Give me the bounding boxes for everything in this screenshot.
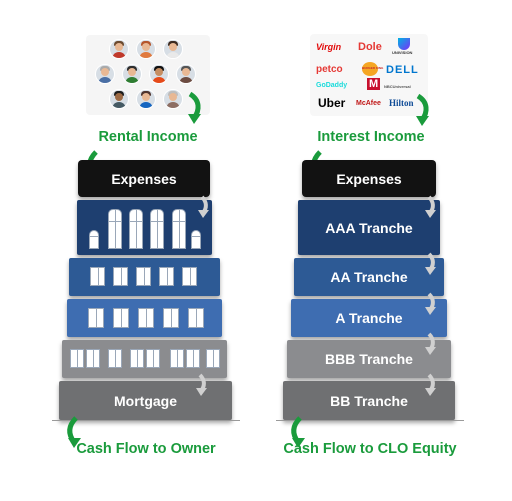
tenant-avatar [149,64,169,84]
gray-arrow-icon [425,195,436,218]
gray-arrow-icon [425,252,436,275]
window [188,308,204,328]
gray-arrow-icon [425,292,436,315]
borrower-logos-image: Virgin Dole UNIVISION petco BURGER KING … [310,34,428,116]
tenant-avatar [176,64,196,84]
rental-income-label: Rental Income [98,129,198,145]
window [170,349,184,368]
window [88,308,104,328]
burger-king-logo [362,62,378,76]
nbcuniversal-logo: NBCUniversal [384,84,411,89]
building-tier-4 [62,340,227,378]
tenant-avatar [136,89,156,109]
hilton-logo: Hilton [389,98,414,108]
window [146,349,160,368]
tenant-avatar [163,39,183,59]
dole-logo: Dole [358,41,382,53]
window [172,209,186,249]
godaddy-logo: GoDaddy [316,82,348,89]
window [70,349,84,368]
expenses-block: Expenses [302,160,436,197]
gray-arrow-icon [198,195,209,218]
ground-line [52,420,240,421]
building-tier-1 [77,200,212,255]
bb-tranche-block: BB Tranche [283,381,455,420]
mortgage-block: Mortgage [59,381,232,420]
cash-flow-clo-equity-label: Cash Flow to CLO Equity [283,441,457,457]
mcafee-logo: McAfee [356,100,381,107]
window [86,349,100,368]
tenant-avatar [122,64,142,84]
window [129,209,143,249]
tenant-avatar [163,89,183,109]
interest-income-label: Interest Income [317,129,425,145]
m-logo: M [367,78,381,90]
uber-logo: Uber [318,96,346,110]
expenses-block: Expenses [78,160,210,197]
building-tier-2 [69,258,220,296]
window [150,209,164,249]
gray-arrow-icon [425,373,436,396]
tenants-image [86,35,210,115]
tenant-avatar [95,64,115,84]
window [89,230,99,249]
a-tranche-block: A Tranche [291,299,447,337]
window [182,267,197,286]
curved-arrow-icon [291,416,305,448]
univision-u-icon [398,38,410,50]
window [186,349,200,368]
dell-logo: DELL [386,64,419,76]
window [136,267,151,286]
window [113,308,129,328]
window [191,230,201,249]
ground-line [276,420,464,421]
window [90,267,105,286]
window [108,209,122,249]
window [138,308,154,328]
cash-flow-owner-label: Cash Flow to Owner [76,441,216,457]
gray-arrow-icon [196,373,207,396]
virgin-logo: Virgin [316,42,342,52]
univision-logo: UNIVISION [392,50,413,55]
curved-arrow-icon [416,93,429,126]
burger-king-text: BURGER KING [362,66,384,70]
aa-tranche-block: AA Tranche [294,258,444,296]
bbb-tranche-block: BBB Tranche [287,340,451,378]
gray-arrow-icon [425,332,436,355]
window [108,349,122,368]
tenant-avatar [109,39,129,59]
tenant-avatar [136,39,156,59]
window [163,308,179,328]
building-tier-3 [67,299,222,337]
petco-logo: petco [316,64,343,75]
window [159,267,174,286]
tenant-avatar [109,89,129,109]
window [130,349,144,368]
aaa-tranche-block: AAA Tranche [298,200,440,255]
curved-arrow-icon [188,91,201,124]
curved-arrow-icon [67,416,81,448]
window [206,349,220,368]
window [113,267,128,286]
